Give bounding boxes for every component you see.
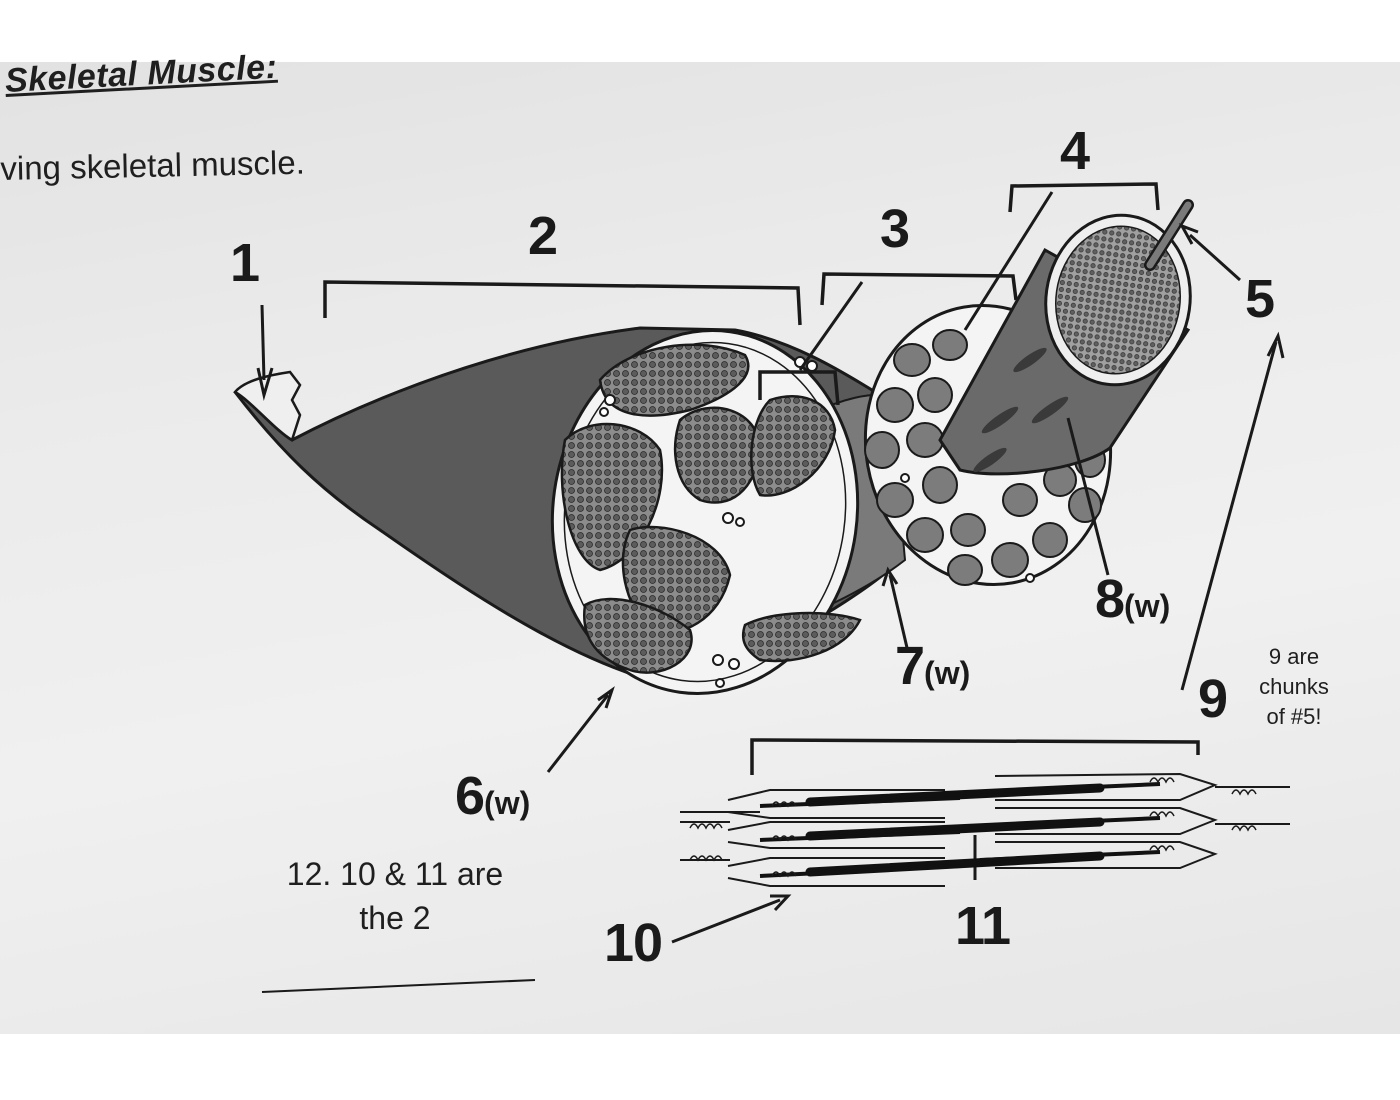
titin-coils [689, 777, 1257, 878]
label-5: 5 [1245, 269, 1275, 329]
label-7: 7(w) [895, 635, 970, 697]
tendon [233, 370, 302, 442]
bracket-3 [820, 272, 1018, 306]
question-12-line-2: the 2 [359, 900, 431, 936]
label-1: 1 [230, 233, 260, 293]
bracket-2 [323, 280, 802, 326]
label-6-number: 6 [455, 766, 485, 826]
myofibril-strand [1146, 201, 1192, 269]
pointer-lines [256, 191, 1285, 944]
label-7-suffix: (w) [924, 655, 971, 691]
question-12-line-1: 12. 10 & 11 are [286, 856, 504, 892]
label-8: 8(w) [1095, 568, 1170, 630]
label-8-number: 8 [1095, 569, 1125, 629]
answer-line [261, 979, 536, 993]
myofibril-strip [680, 772, 1290, 887]
bracket-9 [750, 738, 1200, 775]
thin-filaments [759, 782, 1161, 878]
muscle-cross-section [550, 329, 862, 695]
fascicle [750, 395, 837, 497]
label-3: 3 [880, 199, 910, 259]
label-9: 9 [1198, 669, 1228, 729]
bracket-4 [1008, 182, 1160, 213]
muscle-fiber [938, 199, 1194, 476]
brackets [323, 182, 1200, 775]
question-12: 12. 10 & 11 are the 2 [250, 852, 540, 940]
nuclei [973, 347, 1069, 473]
muscle-fibers [864, 329, 1106, 586]
fascicle [673, 406, 762, 504]
fascicle [598, 343, 750, 417]
fascicle [741, 611, 862, 663]
label-7-number: 7 [895, 636, 925, 696]
label-6: 6(w) [455, 765, 530, 827]
fascicle [582, 597, 693, 674]
label-6-suffix: (w) [484, 785, 531, 821]
note-nine: 9 are chunks of #5! [1246, 642, 1342, 732]
label-11: 11 [955, 896, 1011, 956]
label-4: 4 [1060, 121, 1090, 181]
label-2: 2 [528, 206, 558, 266]
label-10: 10 [604, 913, 663, 973]
note-nine-line-3: of #5! [1266, 704, 1322, 729]
note-nine-line-1: 9 are [1268, 644, 1320, 669]
note-nine-line-2: chunks [1259, 674, 1329, 699]
label-8-suffix: (w) [1124, 588, 1171, 624]
